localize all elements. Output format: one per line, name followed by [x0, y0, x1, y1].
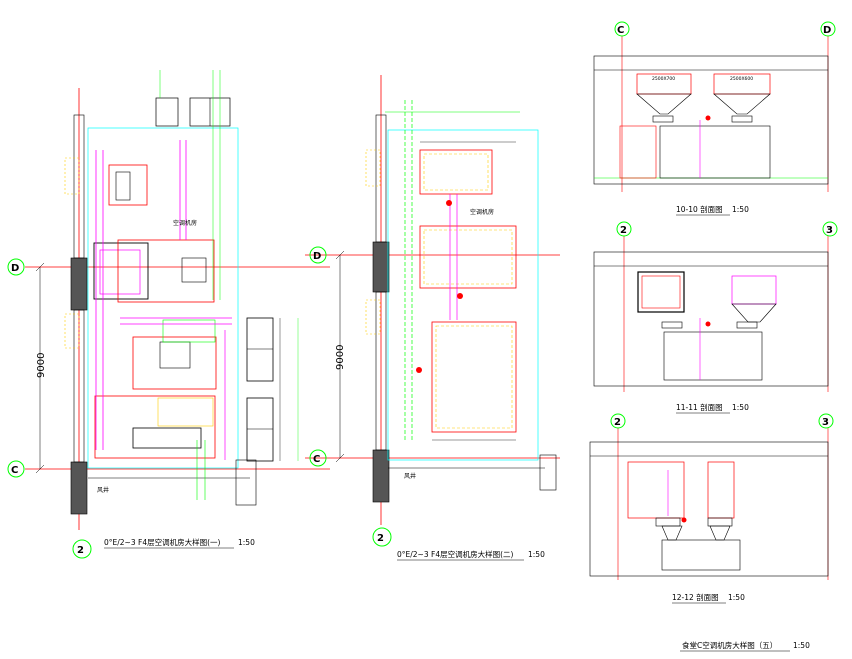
door	[64, 157, 80, 195]
axis-label: 3	[826, 225, 833, 236]
ahu-zone	[431, 321, 517, 433]
ahu-zone	[419, 149, 493, 195]
plan-title: 0°E/2~3 F4层空调机房大样图(一)	[104, 537, 221, 547]
section-11-11: 2 3 11-11 剖面图 1:50	[593, 221, 838, 414]
section-title: 11-11 剖面图	[676, 402, 723, 412]
column	[70, 257, 88, 311]
plan-1: 9000 D C 2	[7, 70, 330, 559]
axis-bubble-c	[309, 449, 327, 467]
section-title: 10-10 剖面图	[676, 204, 723, 214]
axis-bubble-2	[72, 539, 92, 559]
axis-label: C	[617, 25, 624, 36]
section-12-12: 2 3 12-12 剖面图 1:50	[589, 413, 834, 604]
axis-label: D	[823, 25, 831, 36]
equipment-box	[132, 336, 217, 390]
room-outline	[387, 129, 539, 461]
axis-bubble-d	[7, 258, 25, 276]
fan-coil-stack	[246, 397, 274, 462]
axis-bubble-d	[309, 246, 327, 264]
axis-label-d: D	[313, 251, 321, 262]
plan-scale: 1:50	[238, 538, 255, 547]
section-10-10: C D 2500X700 2500X600 10-10 剖面图 1:50	[593, 21, 836, 216]
valve	[446, 200, 452, 206]
section-scale: 1:50	[728, 593, 745, 602]
section-title: 12-12 剖面图	[672, 592, 719, 602]
valve	[457, 293, 463, 299]
room-outline	[87, 127, 239, 469]
plan-scale: 1:50	[528, 550, 545, 559]
fan-coil-stack	[246, 317, 274, 382]
axis-label: 3	[822, 417, 829, 428]
section-scale: 1:50	[732, 205, 749, 214]
sheet-title: 食堂C空调机房大样图（五）	[682, 640, 777, 650]
valve	[416, 367, 422, 373]
axis-label-2: 2	[77, 545, 84, 556]
dimension-text: 9000	[335, 345, 346, 370]
door	[64, 313, 80, 349]
axis-label-d: D	[11, 263, 19, 274]
room-label: 空调机房	[470, 208, 494, 216]
wall	[73, 114, 85, 259]
ahu-zone	[419, 225, 517, 289]
wall	[235, 459, 257, 506]
section-frame	[593, 55, 829, 185]
shaft-label: 风井	[97, 486, 109, 494]
axis-label-c: C	[11, 465, 18, 476]
duct-size-label: 2500X600	[730, 76, 753, 82]
shaft-label: 风井	[404, 472, 416, 480]
duct-zone	[117, 239, 215, 303]
axis-label: 2	[620, 225, 627, 236]
plan-title: 0°E/2~3 F4层空调机房大样图(二)	[397, 549, 514, 559]
axis-bubble-c	[7, 460, 25, 478]
equipment-box	[108, 164, 148, 206]
room-label: 空调机房	[173, 219, 197, 227]
equipment-box	[94, 395, 216, 459]
axis-label: 2	[614, 417, 621, 428]
section-frame	[593, 251, 829, 387]
axis-bubble-2	[372, 527, 392, 547]
axis-label-2: 2	[377, 533, 384, 544]
section-scale: 1:50	[732, 403, 749, 412]
duct-size-label: 2500X700	[652, 76, 675, 82]
axis-label-c: C	[313, 454, 320, 465]
ahu-unit	[93, 242, 149, 300]
wall	[73, 309, 85, 463]
plan-2: 9000 D C 2 空调机房 风井 0°	[305, 75, 560, 561]
dimension-text: 9000	[36, 353, 47, 378]
sheet-scale: 1:50	[793, 641, 810, 650]
section-frame	[589, 441, 829, 577]
column	[70, 461, 88, 515]
